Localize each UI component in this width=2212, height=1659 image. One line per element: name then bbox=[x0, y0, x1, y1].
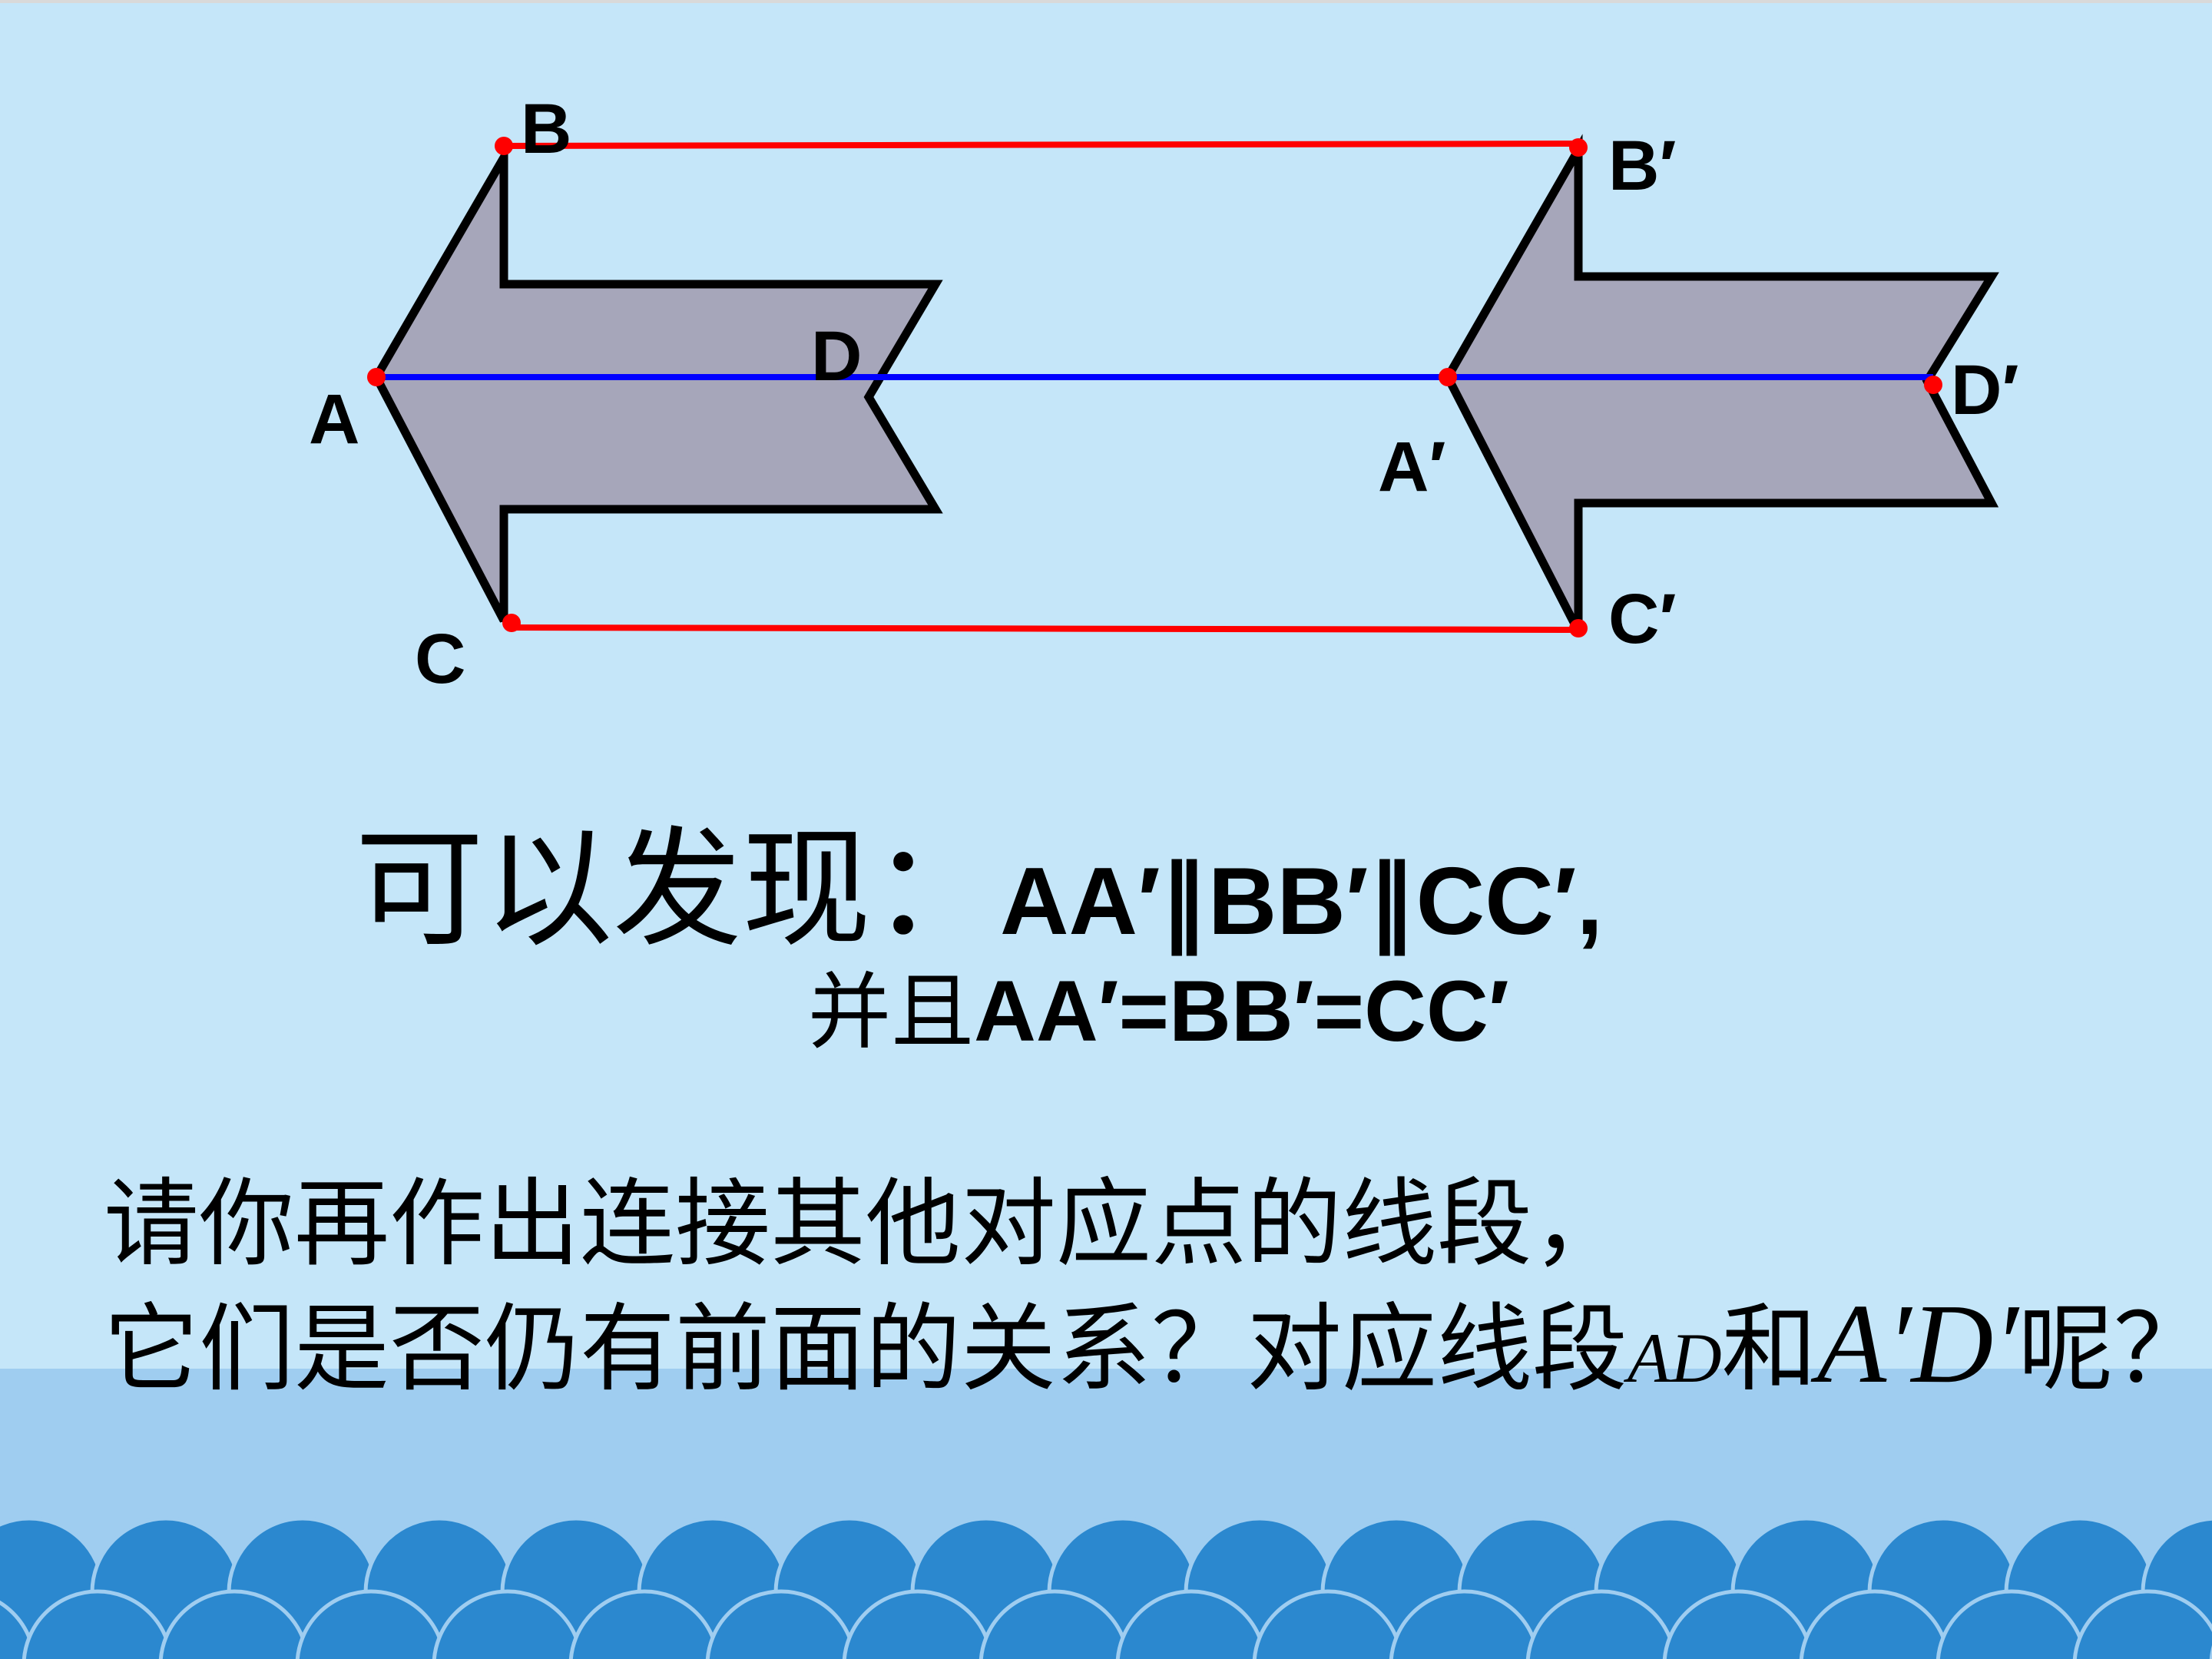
wave-scallop bbox=[1936, 1589, 2088, 1659]
segment-A-prime-D-prime-label: A′D′ bbox=[1816, 1281, 2018, 1407]
wave-scallop bbox=[568, 1589, 720, 1659]
point-B-prime-dot bbox=[1569, 138, 1588, 157]
question-line-2: 它们是否仍有前面的关系？对应线段AD和A′D′呢？ bbox=[104, 1277, 2209, 1413]
wave-scallop bbox=[1389, 1589, 1541, 1659]
point-C-dot bbox=[502, 614, 521, 632]
wave-scallop bbox=[1252, 1589, 1404, 1659]
point-B-dot bbox=[495, 137, 513, 155]
wave-scallop bbox=[979, 1589, 1131, 1659]
wave-scallop bbox=[22, 1589, 174, 1659]
wave-scallop bbox=[842, 1589, 994, 1659]
label-C-prime: C′ bbox=[1608, 580, 1677, 658]
point-A-dot bbox=[367, 368, 386, 386]
wave-scallop bbox=[1799, 1589, 1951, 1659]
equality-statement: 并且AA′=BB′=CC′ bbox=[808, 960, 1509, 1063]
label-A: A bbox=[309, 380, 360, 459]
point-C-prime-dot bbox=[1569, 619, 1588, 637]
wave-scallop bbox=[432, 1589, 584, 1659]
top-rule bbox=[0, 0, 2212, 3]
parallel-relation: AA′∥BB′∥CC′, bbox=[1000, 849, 1603, 955]
wave-scallop bbox=[1525, 1589, 1677, 1659]
translated-arrow-shape bbox=[1442, 134, 1999, 634]
wave-scallop bbox=[1662, 1589, 1814, 1659]
label-B-prime: B′ bbox=[1608, 127, 1677, 205]
label-A-prime: A′ bbox=[1378, 428, 1446, 506]
label-B: B bbox=[521, 90, 572, 168]
wave-scallop bbox=[705, 1589, 857, 1659]
label-C: C bbox=[415, 620, 466, 698]
point-A-prime-dot bbox=[1439, 368, 1457, 386]
label-D: D bbox=[811, 317, 863, 396]
question-prefix: 它们是否仍有前面的关系？对应线段 bbox=[104, 1294, 1628, 1405]
question-line-1: 请你再作出连接其他对应点的线段， bbox=[104, 1169, 1628, 1280]
original-arrow-shape bbox=[371, 141, 943, 623]
label-D-prime: D′ bbox=[1951, 351, 2019, 429]
wave-scallop bbox=[158, 1589, 310, 1659]
equal-relation: AA′=BB′=CC′ bbox=[974, 963, 1509, 1059]
finding-lead: 可以发现： bbox=[355, 814, 1000, 965]
point-D-prime-dot bbox=[1924, 376, 1942, 394]
wave-scallop bbox=[1115, 1589, 1267, 1659]
wave-scallop bbox=[2072, 1589, 2212, 1659]
segment-AD-label: AD bbox=[1628, 1319, 1722, 1397]
segment-BB-prime bbox=[503, 141, 1579, 149]
finding-statement: 可以发现：AA′∥BB′∥CC′, bbox=[355, 813, 1603, 968]
and-prefix: 并且 bbox=[808, 965, 975, 1061]
segment-CC-prime bbox=[510, 624, 1579, 633]
wave-pattern bbox=[0, 1516, 2212, 1659]
wave-scallop bbox=[295, 1589, 447, 1659]
question-and: 和 bbox=[1721, 1294, 1817, 1405]
question-suffix: 呢？ bbox=[2018, 1294, 2209, 1405]
